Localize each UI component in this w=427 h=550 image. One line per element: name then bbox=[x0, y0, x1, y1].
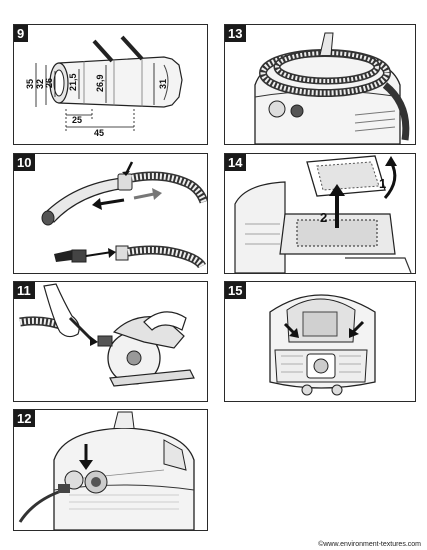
panel-step-14: 14 1 2 bbox=[224, 153, 416, 274]
filter-removal-diagram: 1 2 bbox=[234, 155, 412, 273]
dim-32: 32 bbox=[35, 79, 45, 89]
dim-45: 45 bbox=[94, 128, 104, 138]
panel-step-10: 10 bbox=[13, 153, 208, 274]
dim-35: 35 bbox=[25, 79, 35, 89]
vacuum-top-diagram bbox=[18, 411, 195, 530]
watermark: ©www.environment-textures.com bbox=[318, 541, 421, 548]
step-number: 10 bbox=[14, 154, 36, 171]
callout-2: 2 bbox=[320, 210, 327, 225]
step-number: 14 bbox=[225, 154, 247, 171]
step-number: 11 bbox=[14, 282, 35, 299]
step-number: 13 bbox=[225, 25, 247, 42]
dim-26: 26 bbox=[44, 78, 54, 88]
dim-25: 25 bbox=[72, 115, 82, 125]
step-number: 15 bbox=[225, 282, 247, 299]
panel-step-9: 9 35 32 26 21,5 26,9 31 25 4 bbox=[13, 24, 208, 145]
panel-step-12: 12 bbox=[13, 409, 208, 531]
panel-step-11: 11 bbox=[13, 281, 208, 402]
step-number: 12 bbox=[14, 410, 36, 427]
panel-step-15: 15 bbox=[224, 281, 416, 402]
callout-1: 1 bbox=[379, 176, 386, 191]
filter-housing-diagram bbox=[269, 294, 376, 396]
saw-connection-diagram bbox=[19, 283, 195, 387]
hose-dimensions-diagram: 35 32 26 21,5 26,9 31 25 45 bbox=[25, 35, 183, 138]
dim-26-9: 26,9 bbox=[95, 74, 105, 92]
step-number: 9 bbox=[14, 25, 29, 42]
hose-storage-diagram bbox=[254, 32, 410, 144]
dim-21-5: 21,5 bbox=[68, 73, 78, 91]
dim-31: 31 bbox=[158, 79, 168, 89]
hose-handle-diagram bbox=[41, 161, 207, 269]
panel-step-13: 13 bbox=[224, 24, 416, 145]
